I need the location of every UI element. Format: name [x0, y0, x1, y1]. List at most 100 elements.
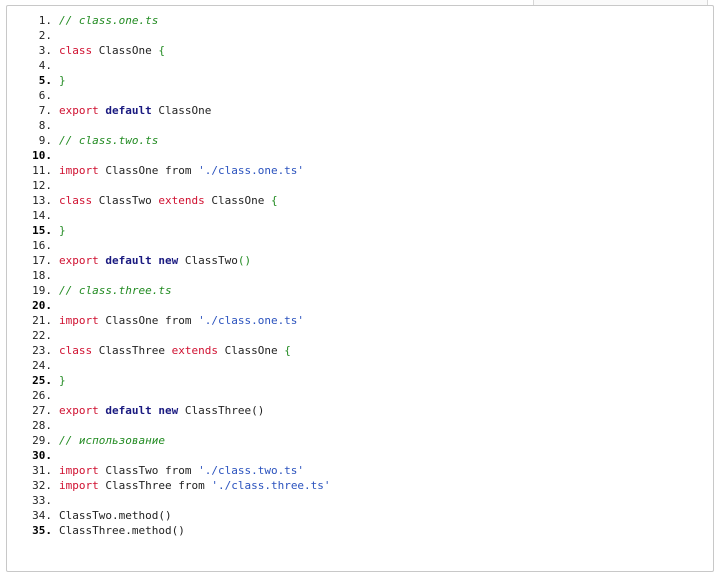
code-line: 4.: [7, 58, 713, 73]
code-line: 25.}: [7, 373, 713, 388]
code-line: 21.import ClassOne from './class.one.ts': [7, 313, 713, 328]
code-line: 19.// class.three.ts: [7, 283, 713, 298]
code-text: ClassTwo.method(): [59, 508, 172, 523]
line-number: 7.: [38, 104, 52, 117]
line-number: 10.: [32, 149, 52, 162]
code-token: default: [105, 254, 152, 267]
code-token: (): [237, 254, 252, 267]
code-token: ClassThree.method(): [59, 524, 185, 537]
line-number: 17.: [32, 254, 52, 267]
code-token: // class.three.ts: [59, 284, 172, 297]
line-number: 34.: [32, 509, 52, 522]
code-token: export: [59, 254, 99, 267]
code-line: 3. class ClassOne {: [7, 43, 713, 58]
code-token: }: [59, 224, 66, 237]
code-text: class ClassOne {: [59, 43, 165, 58]
code-block[interactable]: 1. // class.one.ts 2. 3. class ClassOne {4.5…: [6, 5, 714, 572]
code-text: import ClassTwo from './class.two.ts': [59, 463, 304, 478]
line-number: 14.: [32, 209, 52, 222]
line-number: 35.: [32, 524, 52, 537]
code-token: './class.two.ts': [198, 464, 305, 477]
code-token: new: [158, 254, 179, 267]
code-token: './class.three.ts': [211, 479, 331, 492]
line-number: 32.: [32, 479, 52, 492]
code-lines: 1. // class.one.ts 2. 3. class ClassOne {4.5…: [7, 13, 713, 538]
code-line: 1. // class.one.ts: [7, 13, 713, 28]
code-line: 30.: [7, 448, 713, 463]
line-number: 30.: [32, 449, 52, 462]
code-text: }: [59, 373, 66, 388]
code-line: 5.}: [7, 73, 713, 88]
code-token: {: [158, 44, 165, 57]
code-token: default: [105, 104, 152, 117]
code-text: // class.two.ts: [59, 133, 158, 148]
code-text: }: [59, 223, 66, 238]
line-number: 24.: [32, 359, 52, 372]
code-line: 9.// class.two.ts: [7, 133, 713, 148]
code-line: 34. ClassTwo.method(): [7, 508, 713, 523]
code-token: ClassThree from: [98, 479, 212, 492]
line-number: 25.: [32, 374, 52, 387]
code-token: import: [59, 479, 99, 492]
code-text: import ClassOne from './class.one.ts': [59, 163, 304, 178]
code-token: ClassThree: [178, 404, 252, 417]
code-line: 28.: [7, 418, 713, 433]
code-line: 22.: [7, 328, 713, 343]
code-line: 17. export default new ClassTwo(): [7, 253, 713, 268]
code-line: 10.: [7, 148, 713, 163]
code-line: 16.: [7, 238, 713, 253]
code-text: // class.three.ts: [59, 283, 172, 298]
line-number: 29.: [32, 434, 52, 447]
code-line: 33.: [7, 493, 713, 508]
code-token: ClassTwo: [92, 194, 159, 207]
line-number: 2.: [38, 29, 52, 42]
code-token: export: [59, 104, 99, 117]
line-number: 8.: [38, 119, 52, 132]
code-token: (): [251, 404, 265, 417]
line-number: 23.: [32, 344, 52, 357]
code-text: import ClassThree from './class.three.ts…: [59, 478, 331, 493]
code-text: ClassThree.method(): [59, 523, 185, 538]
code-line: 15.}: [7, 223, 713, 238]
code-token: ClassOne from: [98, 314, 199, 327]
line-number: 27.: [32, 404, 52, 417]
code-token: new: [158, 404, 179, 417]
code-line: 6.: [7, 88, 713, 103]
code-text: export default new ClassTwo(): [59, 253, 251, 268]
code-token: ClassOne from: [98, 164, 199, 177]
code-text: // использование: [59, 433, 165, 448]
line-number: 6.: [38, 89, 52, 102]
code-line: 8.: [7, 118, 713, 133]
code-text: export default new ClassThree(): [59, 403, 264, 418]
line-number: 33.: [32, 494, 52, 507]
line-number: 26.: [32, 389, 52, 402]
line-number: 20.: [32, 299, 52, 312]
code-text: class ClassTwo extends ClassOne {: [59, 193, 278, 208]
line-number: 13.: [32, 194, 52, 207]
code-line: 18.: [7, 268, 713, 283]
code-token: './class.one.ts': [198, 164, 305, 177]
code-line: 2.: [7, 28, 713, 43]
line-number: 11.: [32, 164, 52, 177]
code-token: ClassThree: [92, 344, 172, 357]
code-token: }: [59, 74, 66, 87]
code-token: ClassOne: [204, 194, 271, 207]
code-token: './class.one.ts': [198, 314, 305, 327]
line-number: 31.: [32, 464, 52, 477]
code-text: // class.one.ts: [59, 13, 158, 28]
code-text: class ClassThree extends ClassOne {: [59, 343, 291, 358]
code-token: {: [270, 194, 278, 207]
code-token: ClassOne: [151, 104, 212, 117]
code-token: default: [105, 404, 152, 417]
line-number: 3.: [38, 44, 52, 57]
line-number: 28.: [32, 419, 52, 432]
code-line: 29. // использование: [7, 433, 713, 448]
code-line: 20.: [7, 298, 713, 313]
line-number: 1.: [38, 14, 52, 27]
code-line: 32. import ClassThree from './class.three…: [7, 478, 713, 493]
code-text: }: [59, 73, 66, 88]
code-text: import ClassOne from './class.one.ts': [59, 313, 304, 328]
code-token: class: [59, 194, 93, 207]
code-token: export: [59, 404, 99, 417]
code-line: 27. export default new ClassThree(): [7, 403, 713, 418]
